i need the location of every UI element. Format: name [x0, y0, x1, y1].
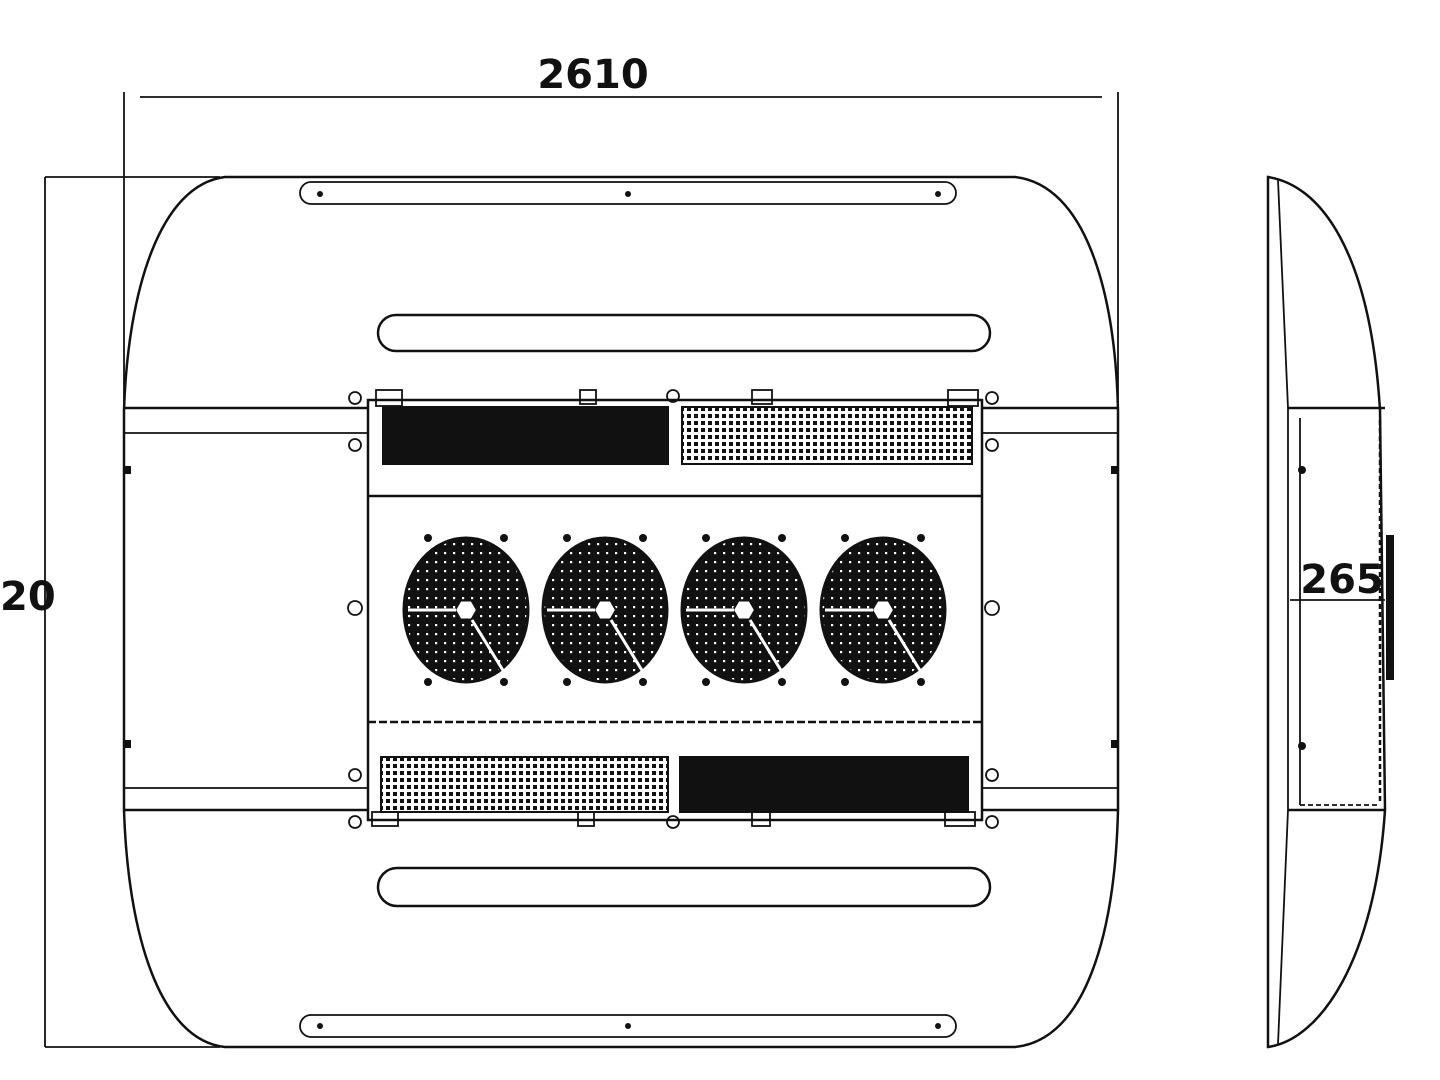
vent-slot-bottom: [376, 866, 992, 908]
fan-4: [819, 534, 947, 686]
brackets-bottom: [348, 768, 999, 829]
grille-solid-upper-left: [382, 406, 669, 465]
fan-3: [680, 534, 808, 686]
grille-mesh-lower-left: [380, 756, 669, 813]
width-dimension-label: 2610: [537, 52, 648, 98]
vent-slot-top: [376, 313, 992, 353]
side-profile-outline: [1266, 175, 1387, 1049]
frame-rail-lower: [124, 787, 1118, 812]
frame-rail-upper: [124, 406, 1118, 434]
brackets-top: [348, 389, 999, 452]
fan-group: [402, 534, 947, 686]
mounting-rail-bottom: [299, 1014, 957, 1038]
mounting-rail-top: [299, 181, 957, 205]
grille-solid-lower-right: [679, 756, 969, 813]
housing-outline: [122, 175, 1120, 1049]
fan-2: [541, 534, 669, 686]
grille-mesh-upper-right: [681, 406, 973, 465]
height-dimension-label: 20: [0, 574, 56, 620]
condenser-module: [347, 389, 1000, 829]
height-dimension: 20: [0, 176, 220, 1048]
depth-dimension-label: 265: [1300, 557, 1384, 603]
width-dimension: 2610: [123, 52, 1119, 430]
top-view: [122, 175, 1120, 1049]
fan-1: [402, 534, 530, 686]
side-view: 265: [1266, 175, 1394, 1049]
